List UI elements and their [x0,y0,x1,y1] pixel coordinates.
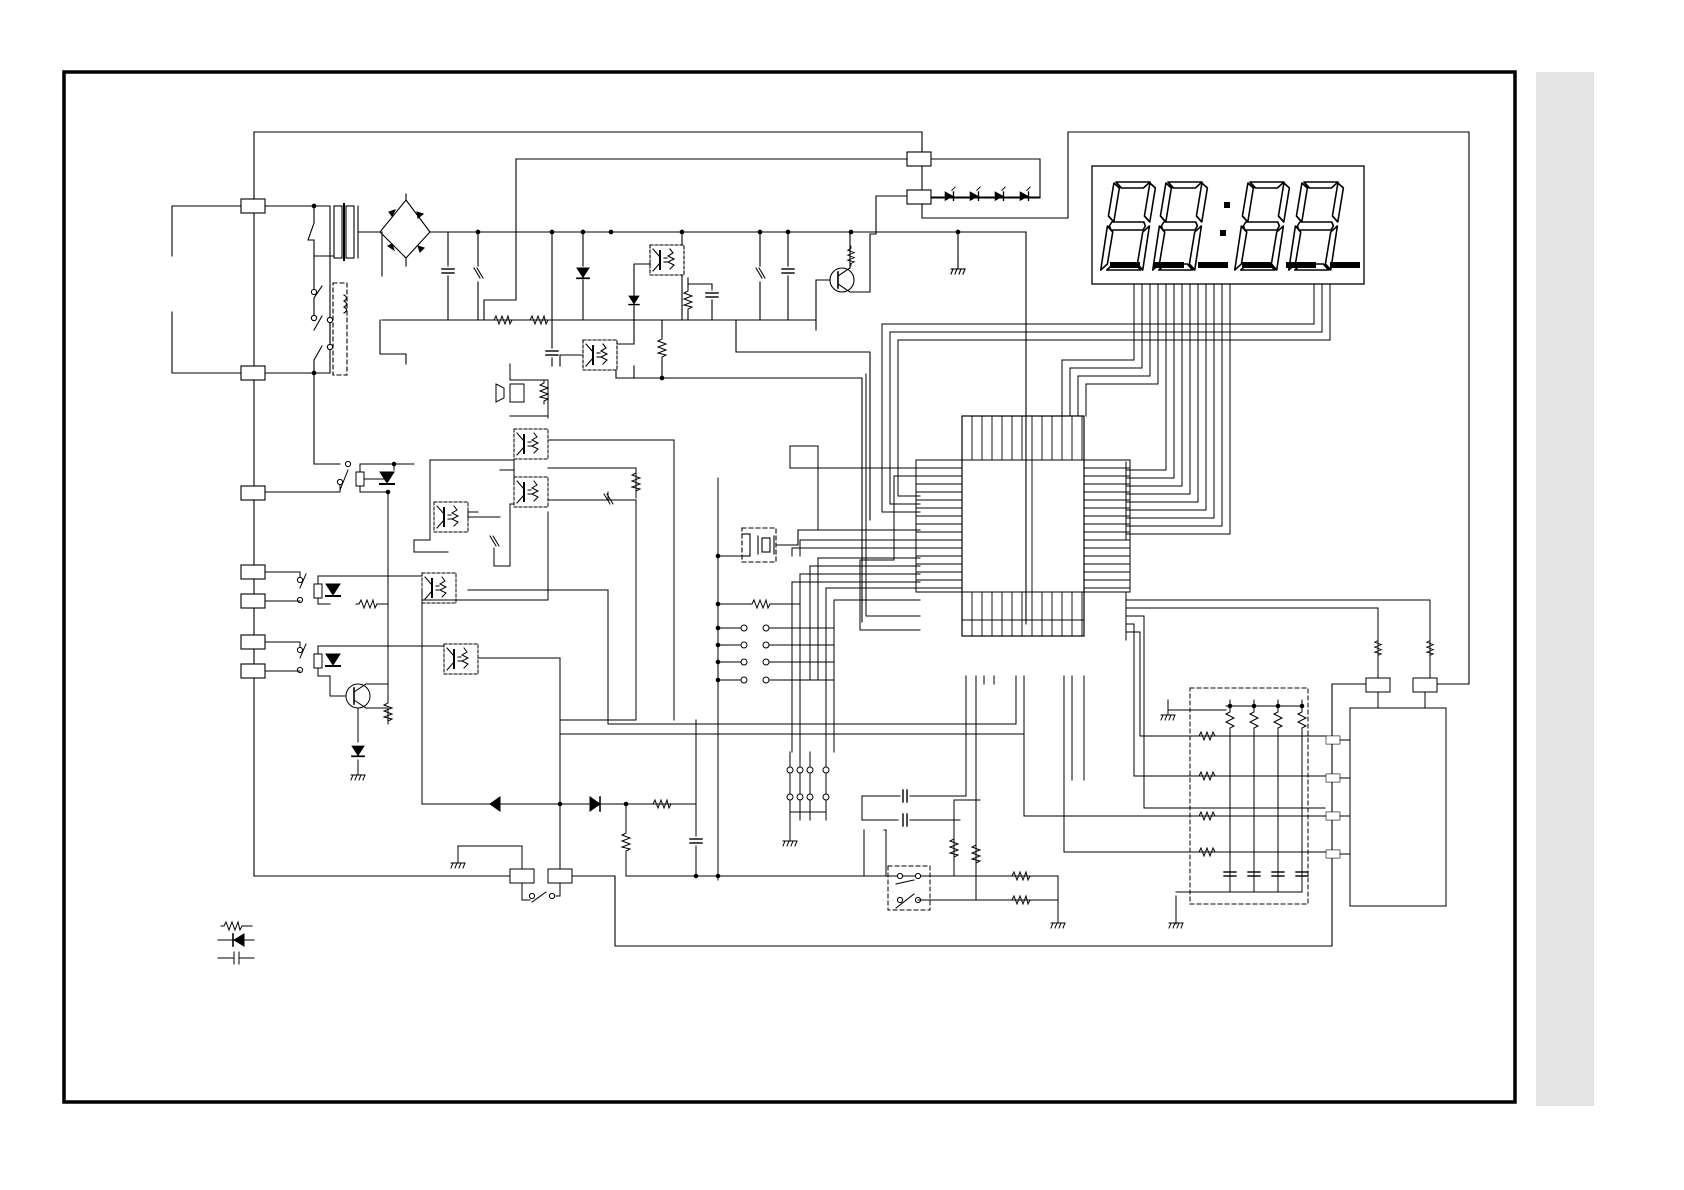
display-digit [1289,182,1344,270]
digit-segment [1242,183,1254,222]
digit-segment [1167,182,1202,188]
digit-segment [1303,182,1338,188]
digit-segment [1332,183,1344,222]
digit-segment [1109,222,1146,230]
ac-input-leads [172,206,241,373]
digit-segment [1196,183,1208,222]
digit-segment [1278,183,1290,222]
resistor-symbol [221,922,245,930]
display-indicator-bar [1330,262,1360,268]
display-digit [1235,182,1290,270]
seven-segment-display [1092,166,1364,284]
legend [218,922,254,964]
display-indicator-bar [1242,262,1272,268]
power-supply-section [380,196,1026,622]
digit-segment [1160,183,1172,222]
transformer-symbol [265,204,358,375]
crystal-oscillator-symbol [742,528,920,562]
mcu-left-wiring [790,232,1026,752]
keypad-connector-module [1326,708,1446,906]
display-colon [1220,202,1230,236]
digit-segment [1144,183,1156,222]
digit-segment [1243,222,1280,230]
display-bus [882,284,1330,540]
key-switch-matrix [716,478,834,880]
bridge-rectifier-symbol [358,194,1026,276]
door-switch-block [862,676,1065,928]
digit-segment [1297,222,1334,230]
display-digit [1101,182,1156,270]
display-indicator-bar [1110,262,1140,268]
digit-segment [1108,183,1120,222]
led-indicator-chain [484,152,1040,320]
digit-segment [1161,222,1198,230]
relay-driver-section [265,364,1024,902]
left-connectors [241,199,265,678]
display-indicator-bar [1286,262,1316,268]
relay-contact-symbol [311,256,347,464]
digit-segment [1296,183,1308,222]
digit-segment [1115,182,1150,188]
display-indicator-bar [1198,262,1228,268]
microcontroller-chip [916,416,1130,636]
digit-segment [1271,226,1284,270]
side-strip-shape [1536,72,1594,1106]
digit-segment [1249,182,1284,188]
display-digit [1153,182,1208,270]
display-indicator-bar [1154,262,1184,268]
